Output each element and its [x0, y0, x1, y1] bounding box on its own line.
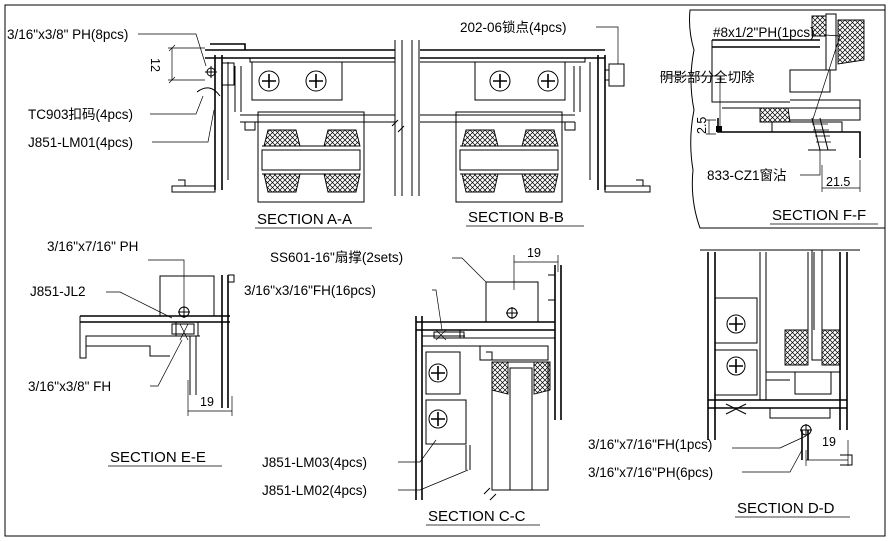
title-section-dd: SECTION D-D [737, 500, 835, 517]
title-section-ff: SECTION F-F [772, 207, 866, 224]
section-bb-drawing [411, 26, 651, 203]
dim-ff-21-5: 21.5 [826, 175, 850, 189]
dim-ff-2-5: 2.5 [695, 117, 709, 134]
callout-lock-202-06: 202-06锁点(4pcs) [460, 20, 567, 35]
drawing-border [4, 4, 886, 537]
callout-j851-lm03: J851-LM03(4pcs) [262, 455, 367, 470]
callout-fh-3-16x3-8: 3/16"x3/8" FH [28, 379, 111, 394]
section-aa-drawing [138, 33, 405, 203]
dim-aa-12: 12 [148, 58, 162, 72]
dim-cc-19: 19 [527, 246, 541, 260]
callout-ph-3-16x7-16: 3/16"x7/16" PH [47, 239, 138, 254]
title-section-aa: SECTION A-A [257, 211, 352, 228]
callout-j851-jl2: J851-JL2 [30, 284, 86, 299]
callout-tc903: TC903扣码(4pcs) [28, 107, 133, 122]
section-ff-drawing [660, 9, 886, 229]
callout-fh-3-16x3-16: 3/16"x3/16"FH(16pcs) [244, 283, 376, 298]
callout-ph-3-16x3-8: 3/16"x3/8" PH(8pcs) [7, 27, 128, 42]
title-section-bb: SECTION B-B [468, 209, 564, 226]
callout-ss601: SS601-16"扇撑(2sets) [270, 250, 403, 265]
dim-dd-19: 19 [822, 435, 836, 449]
callout-fh-3-16x7-16: 3/16"x7/16"FH(1pcs) [588, 437, 712, 452]
title-section-ee: SECTION E-E [110, 449, 206, 466]
callout-833-cz1: 833-CZ1窗沾 [707, 167, 787, 183]
callout-j851-lm01: J851-LM01(4pcs) [28, 135, 133, 150]
section-cc-drawing [398, 255, 562, 501]
callout-shaded-cut: 阴影部分全切除 [660, 69, 755, 85]
callout-ph-8x1-2: #8x1/2"PH(1pcs) [713, 25, 815, 40]
section-ee-drawing [79, 259, 235, 416]
title-section-cc: SECTION C-C [428, 508, 526, 525]
callout-ph-3-16x7-16-6: 3/16"x7/16"PH(6pcs) [588, 465, 713, 480]
section-dd-drawing [700, 249, 860, 473]
callout-j851-lm02: J851-LM02(4pcs) [262, 483, 367, 498]
dim-ee-19: 19 [200, 395, 214, 409]
